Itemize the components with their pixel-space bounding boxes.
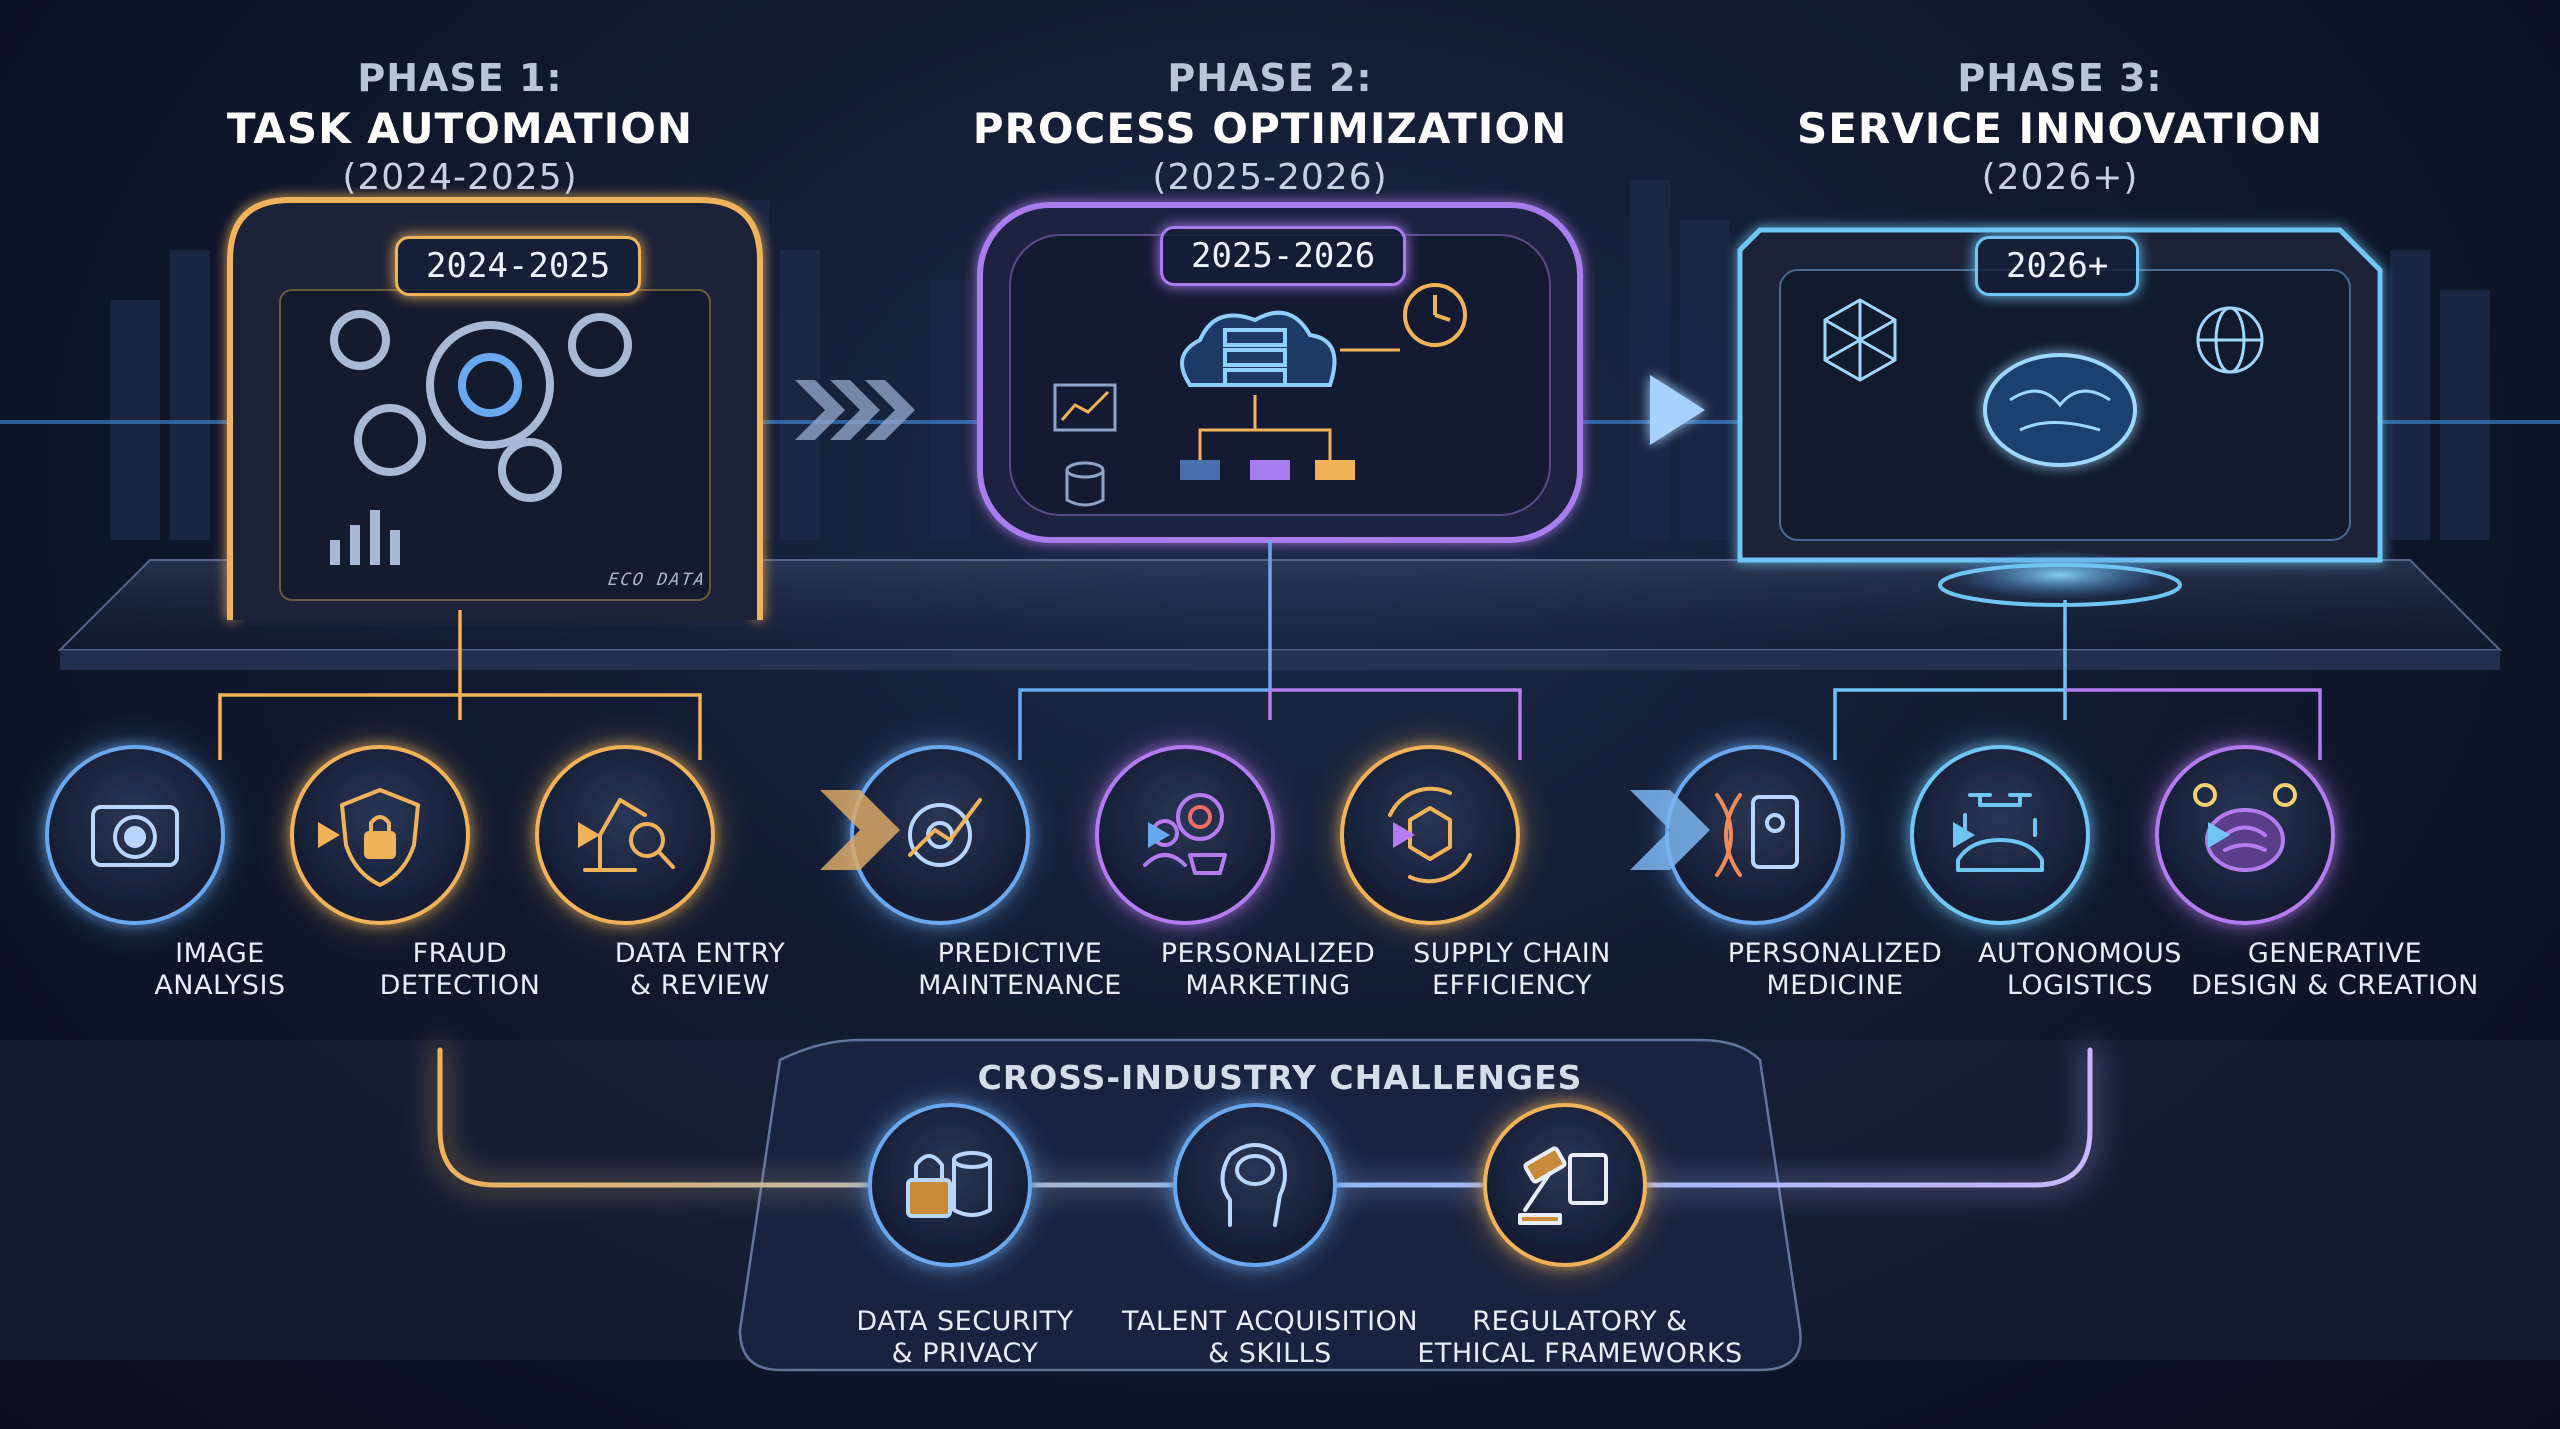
challenge-node — [1473, 1093, 1657, 1277]
phase-2-label: PHASE 2: — [1167, 56, 1373, 100]
panel-display-caption: ECO DATA — [604, 570, 710, 590]
phase-3-panel — [1737, 227, 2383, 607]
phase-1-title-block: PHASE 1: TASK AUTOMATION (2024-2025) — [110, 55, 810, 200]
brain-icon — [1983, 353, 2137, 467]
database-icon — [1065, 461, 1105, 507]
brain-bulb-icon — [2193, 783, 2297, 872]
network-icon — [1823, 298, 1897, 382]
phase-1-title: TASK AUTOMATION — [226, 103, 694, 153]
use-case-node — [35, 735, 235, 935]
use-case-node — [525, 735, 725, 935]
phase-2-date-badge: 2025-2026 — [1160, 226, 1407, 286]
phase-transition-arrows — [820, 790, 1710, 870]
phase-2-panel — [977, 202, 1583, 543]
use-case-node — [280, 735, 480, 935]
drone-car-icon — [1956, 793, 2044, 872]
challenge-nodes — [858, 1093, 1657, 1277]
supply-box-icon — [1388, 786, 1472, 884]
between-node-arrows — [318, 822, 2230, 848]
phase-3-date-badge: 2026+ — [1975, 236, 2140, 296]
phase-3-title: SERVICE INNOVATION — [1796, 103, 2324, 153]
use-case-node — [840, 735, 1040, 935]
camera-icon — [91, 805, 179, 867]
node-ring — [535, 745, 715, 925]
use-case-node — [1655, 735, 1855, 935]
hologram-base — [1950, 550, 2170, 600]
flow-arrow-icon — [1560, 375, 1705, 445]
workflow-blocks — [1180, 460, 1355, 480]
phase-2-period: (2025-2026) — [1152, 157, 1388, 198]
line-chart-icon — [1053, 383, 1117, 432]
phase-1-period: (2024-2025) — [342, 157, 578, 198]
phase-3-period: (2026+) — [1981, 157, 2139, 198]
phase-1-date-badge: 2024-2025 — [395, 236, 642, 296]
phase-1-label: PHASE 1: — [357, 56, 563, 100]
shield-lock-icon — [340, 788, 420, 887]
node-ring — [1483, 1103, 1647, 1267]
gears-icon — [330, 310, 632, 502]
cloud-network-icon — [1180, 310, 1337, 387]
dna-tablet-icon — [1715, 793, 1799, 877]
phase-3-title-block: PHASE 3: SERVICE INNOVATION (2026+) — [1710, 55, 2410, 200]
clock-icon — [1403, 283, 1467, 347]
bar-chart-icon — [330, 510, 400, 565]
use-case-node — [2145, 735, 2345, 935]
phase-2-title: PROCESS OPTIMIZATION — [972, 103, 1568, 153]
platform-edge — [60, 650, 2500, 670]
phase-connectors — [218, 540, 2322, 760]
node-ring — [1340, 745, 1520, 925]
phase-3-label: PHASE 3: — [1957, 56, 2163, 100]
use-case-label-data-entry: DATA ENTRY& REVIEW — [614, 938, 786, 1001]
challenge-label-data-security: DATA SECURITY& PRIVACY — [856, 1306, 1074, 1369]
gavel-icon — [1518, 1146, 1608, 1225]
challenge-node — [858, 1093, 1042, 1277]
robot-arm-icon — [583, 798, 675, 872]
gear-wrench-icon — [908, 798, 982, 867]
use-case-nodes — [35, 735, 2345, 935]
use-case-node — [1900, 735, 2100, 935]
node-ring — [1910, 745, 2090, 925]
head-brain-icon — [1220, 1143, 1287, 1227]
phase-2-title-block: PHASE 2: PROCESS OPTIMIZATION (2025-2026… — [920, 55, 1620, 200]
globe-icon — [2196, 306, 2264, 374]
workflow-lines — [1198, 348, 1400, 460]
lock-database-icon — [906, 1151, 992, 1218]
use-case-node — [1085, 735, 1285, 935]
challenge-node — [1163, 1093, 1347, 1277]
use-case-node — [1330, 735, 1530, 935]
challenge-label-talent: TALENT ACQUISITION& SKILLS — [1121, 1306, 1419, 1369]
challenges-title: CROSS-INDUSTRY CHALLENGES — [977, 1058, 1583, 1097]
phase-1-panel — [227, 197, 763, 620]
challenge-label-regulatory: REGULATORY &ETHICAL FRAMEWORKS — [1417, 1306, 1743, 1369]
chevron-arrows-icon — [795, 380, 915, 440]
